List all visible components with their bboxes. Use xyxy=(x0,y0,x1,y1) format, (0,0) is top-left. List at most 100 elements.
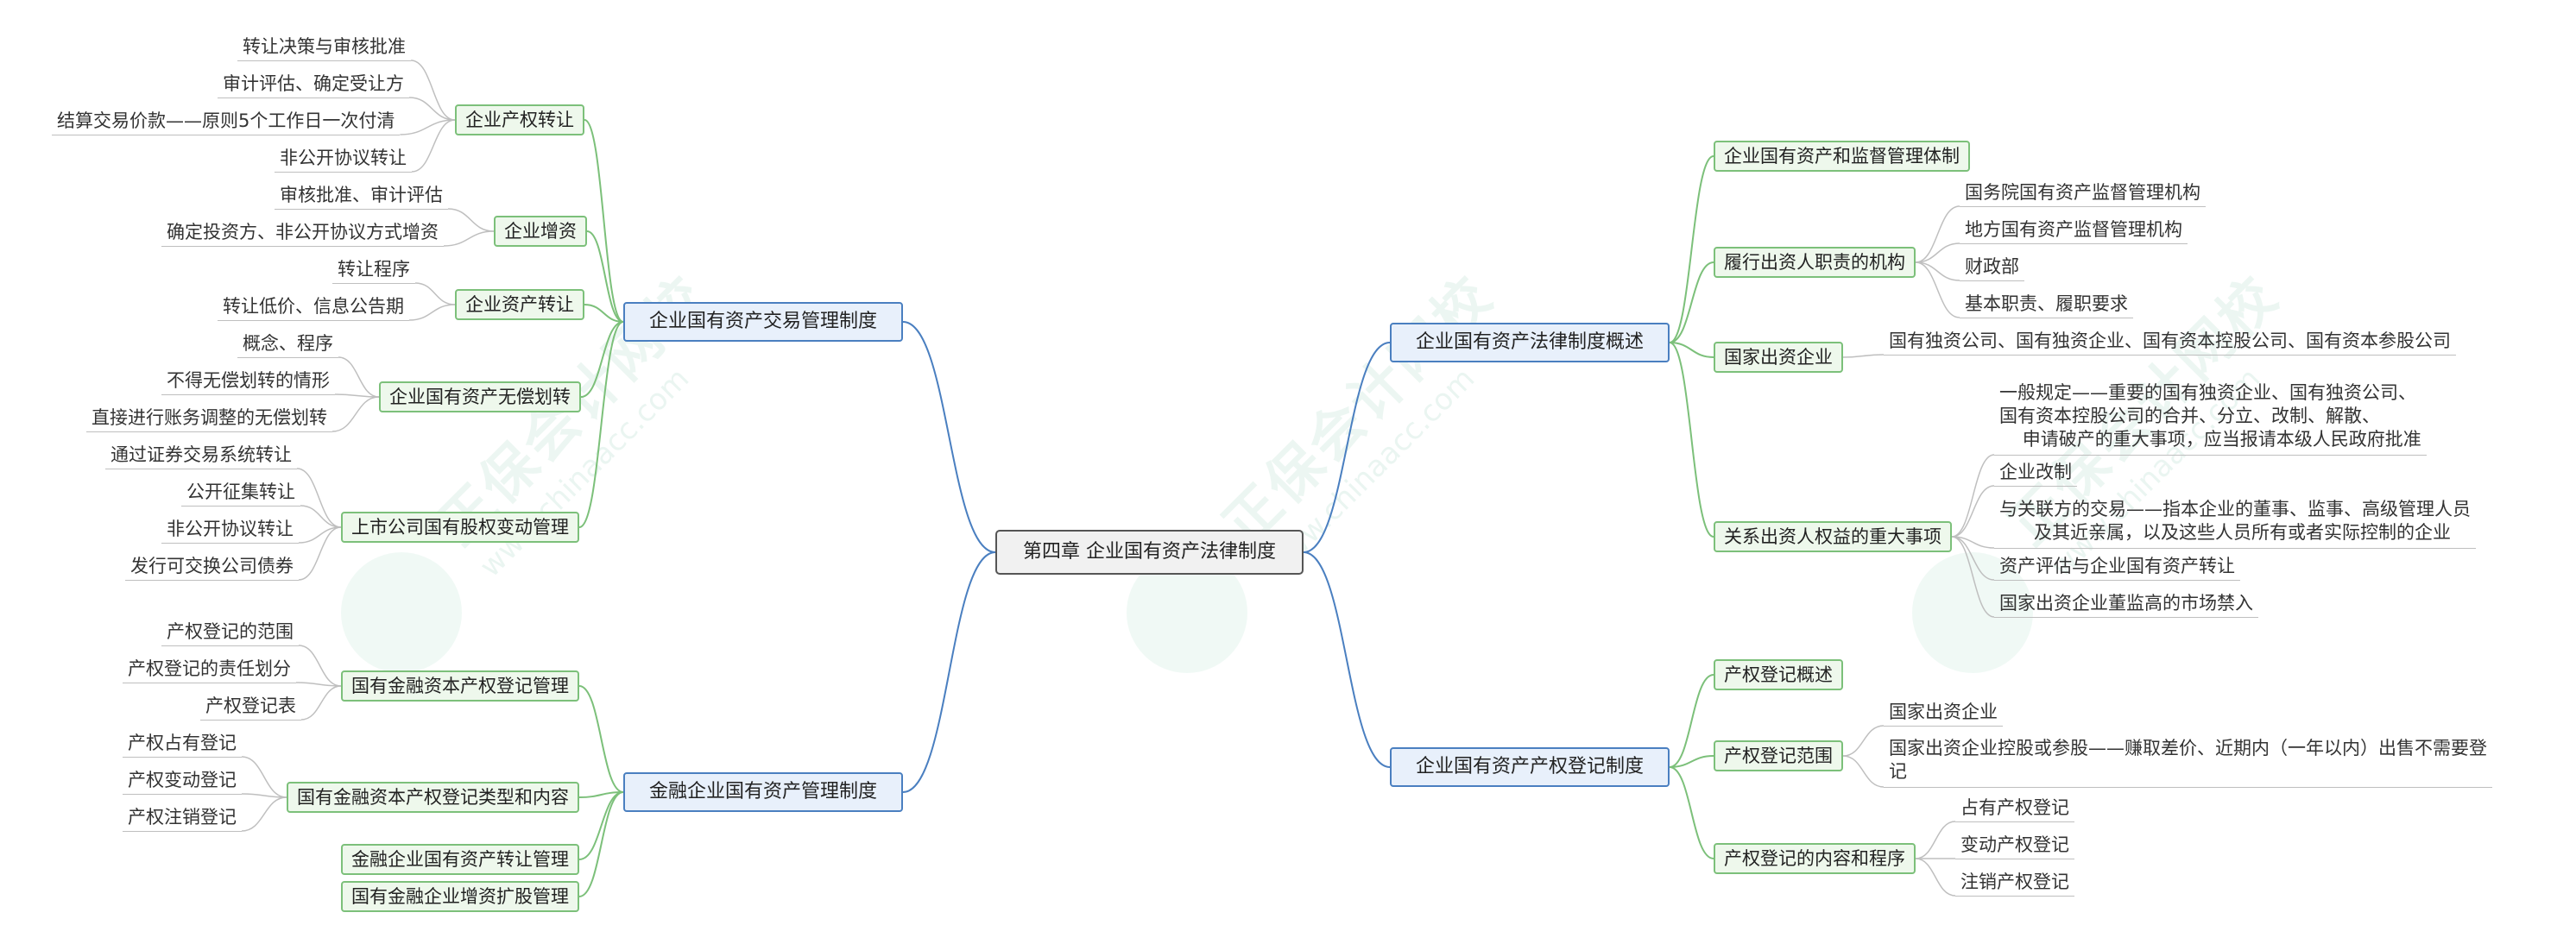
connector-line xyxy=(331,396,380,432)
connector-line xyxy=(584,304,624,323)
leaf-item[interactable]: 产权占有登记 xyxy=(123,731,242,758)
subtopic-financial-registration-types[interactable]: 国有金融资本产权登记类型和内容 xyxy=(287,782,579,813)
leaf-item[interactable]: 企业改制 xyxy=(1994,460,2077,487)
leaf-item[interactable]: 公开征集转让 xyxy=(181,480,300,507)
connector-line xyxy=(578,791,624,897)
connector-line xyxy=(1915,821,1956,859)
connector-line xyxy=(578,791,624,860)
leaf-item[interactable]: 基本职责、履职要求 xyxy=(1960,292,2133,318)
subtopic-financial-capital-increase[interactable]: 国有金融企业增资扩股管理 xyxy=(341,881,579,912)
connector-line xyxy=(400,119,456,135)
leaf-item[interactable]: 不得无偿划转的情形 xyxy=(161,368,335,395)
connector-line xyxy=(1669,674,1714,768)
leaf-item[interactable]: 产权变动登记 xyxy=(123,768,242,795)
subtopic-property-rights-transfer[interactable]: 企业产权转让 xyxy=(455,104,584,135)
connector-line xyxy=(1842,755,1885,788)
leaf-item[interactable]: 产权注销登记 xyxy=(123,805,242,832)
connector-line xyxy=(1303,551,1391,768)
subtopic-state-funded-enterprise[interactable]: 国家出资企业 xyxy=(1714,342,1843,373)
connector-line xyxy=(447,208,495,232)
leaf-item[interactable]: 资产评估与企业国有资产转让 xyxy=(1994,554,2240,581)
leaf-item[interactable]: 直接进行账务调整的无偿划转 xyxy=(86,406,332,432)
connector-line xyxy=(580,321,624,398)
leaf-item[interactable]: 转让程序 xyxy=(332,257,415,284)
connector-line xyxy=(443,230,495,247)
connector-line xyxy=(1915,858,1956,897)
leaf-item[interactable]: 国有独资公司、国有独资企业、国有资本控股公司、国有资本参股公司 xyxy=(1884,329,2456,356)
leaf-item[interactable]: 非公开协议转让 xyxy=(275,146,412,173)
subtopic-registration-procedure[interactable]: 产权登记的内容和程序 xyxy=(1714,843,1916,874)
connector-line xyxy=(298,526,342,581)
subtopic-listed-company-equity[interactable]: 上市公司国有股权变动管理 xyxy=(341,512,579,543)
subtopic-financial-registration-management[interactable]: 国有金融资本产权登记管理 xyxy=(341,670,579,702)
main-topic-state-asset-transactions[interactable]: 企业国有资产交易管理制度 xyxy=(623,302,904,342)
leaf-item[interactable]: 注销产权登记 xyxy=(1955,870,2074,897)
connector-line xyxy=(1670,755,1714,768)
connector-line xyxy=(1915,261,1960,318)
leaf-item[interactable]: 审核批准、审计评估 xyxy=(275,183,448,210)
leaf-item[interactable]: 通过证券交易系统转让 xyxy=(105,443,297,469)
root-topic[interactable]: 第四章 企业国有资产法律制度 xyxy=(995,530,1304,575)
connector-line xyxy=(241,756,287,798)
connector-line xyxy=(1951,454,1995,538)
connector-line xyxy=(1951,536,1995,581)
connector-line xyxy=(414,282,456,305)
connector-line xyxy=(1915,205,1960,263)
connector-line xyxy=(902,551,996,793)
leaf-item[interactable]: 地方国有资产监督管理机构 xyxy=(1960,217,2188,244)
connector-line xyxy=(1669,766,1714,859)
subtopic-major-matters[interactable]: 关系出资人权益的重大事项 xyxy=(1714,521,1952,552)
leaf-item[interactable]: 国家出资企业 xyxy=(1884,700,2003,727)
leaf-item[interactable]: 非公开协议转让 xyxy=(161,517,299,544)
connector-line xyxy=(1951,485,1995,538)
leaf-item[interactable]: 确定投资方、非公开协议方式增资 xyxy=(161,220,444,247)
subtopic-registration-overview[interactable]: 产权登记概述 xyxy=(1714,659,1843,690)
connector-line xyxy=(1669,342,1714,538)
connector-line xyxy=(578,321,624,528)
leaf-item[interactable]: 一般规定——重要的国有独资企业、国有独资公司、 国有资本控股公司的合并、分立、改… xyxy=(1994,380,2427,456)
leaf-item[interactable]: 审计评估、确定受让方 xyxy=(218,72,409,98)
connector-line xyxy=(411,119,456,173)
leaf-item[interactable]: 国家出资企业董监高的市场禁入 xyxy=(1994,591,2258,618)
leaf-item[interactable]: 财政部 xyxy=(1960,255,2024,281)
connector-line xyxy=(241,796,287,832)
leaf-item[interactable]: 发行可交换公司债券 xyxy=(125,554,299,581)
connector-line xyxy=(298,526,342,544)
connector-line xyxy=(586,230,624,323)
connector-line xyxy=(1669,261,1714,343)
subtopic-asset-transfer[interactable]: 企业资产转让 xyxy=(455,289,584,320)
connector-line xyxy=(298,645,342,687)
connector-line xyxy=(296,468,342,528)
connector-line xyxy=(1669,155,1714,343)
leaf-item[interactable]: 概念、程序 xyxy=(237,331,338,358)
leaf-item[interactable]: 国务院国有资产监督管理机构 xyxy=(1960,180,2206,207)
leaf-item[interactable]: 与关联方的交易——指本企业的董事、监事、高级管理人员 及其近亲属，以及这些人员所… xyxy=(1994,496,2476,549)
connector-line xyxy=(578,685,624,793)
leaf-item[interactable]: 转让低价、信息公告期 xyxy=(218,294,409,321)
main-topic-financial-enterprise[interactable]: 金融企业国有资产管理制度 xyxy=(623,772,904,812)
leaf-item[interactable]: 国家出资企业控股或参股——赚取差价、近期内（一年以内）出售不需要登 记 xyxy=(1884,735,2492,788)
leaf-item[interactable]: 产权登记的责任划分 xyxy=(123,657,296,683)
leaf-item[interactable]: 产权登记表 xyxy=(200,694,301,721)
leaf-item[interactable]: 转让决策与审核批准 xyxy=(237,35,411,61)
subtopic-financial-transfer-management[interactable]: 金融企业国有资产转让管理 xyxy=(341,844,579,875)
leaf-item[interactable]: 产权登记的范围 xyxy=(161,620,299,646)
connector-line xyxy=(338,356,380,398)
connector-line xyxy=(1670,342,1714,358)
subtopic-supervision-system[interactable]: 企业国有资产和监督管理体制 xyxy=(1714,141,1970,172)
leaf-item[interactable]: 变动产权登记 xyxy=(1955,833,2074,859)
connector-line xyxy=(1842,354,1885,358)
subtopic-registration-scope[interactable]: 产权登记范围 xyxy=(1714,740,1843,771)
subtopic-investor-agencies[interactable]: 履行出资人职责的机构 xyxy=(1714,247,1916,278)
leaf-item[interactable]: 结算交易价款——原则5个工作日一次付清 xyxy=(52,109,401,135)
main-topic-property-registration[interactable]: 企业国有资产产权登记制度 xyxy=(1390,747,1670,787)
connector-line xyxy=(902,321,996,553)
subtopic-capital-increase[interactable]: 企业增资 xyxy=(494,216,587,247)
connector-line xyxy=(1842,725,1885,757)
main-topic-legal-overview[interactable]: 企业国有资产法律制度概述 xyxy=(1390,323,1670,362)
subtopic-gratuitous-transfer[interactable]: 企业国有资产无偿划转 xyxy=(379,381,581,412)
connector-line xyxy=(408,97,456,121)
leaf-item[interactable]: 占有产权登记 xyxy=(1955,796,2074,822)
